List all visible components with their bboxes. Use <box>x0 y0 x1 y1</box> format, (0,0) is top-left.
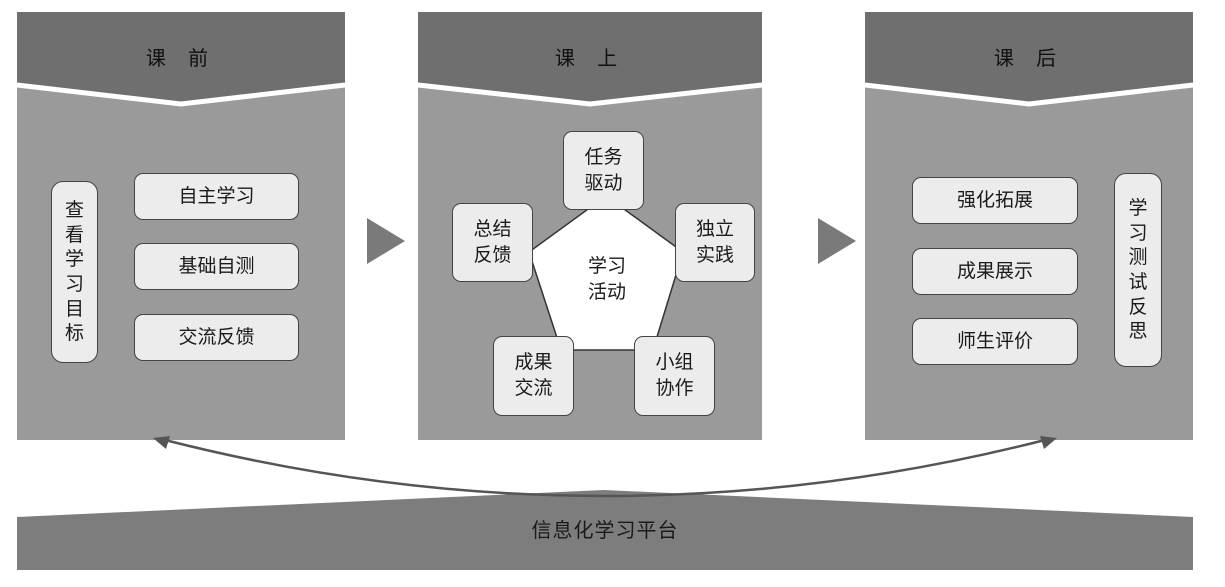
node-group-collaboration: 小组协作 <box>634 336 715 416</box>
post-class-header <box>865 12 1193 102</box>
node-independent-practice: 独立实践 <box>675 203 755 282</box>
node-line: 驱动 <box>584 171 623 194</box>
pentagon-shape <box>528 195 684 351</box>
node-line: 学习 <box>587 255 626 278</box>
arrowhead-left-icon <box>153 436 170 449</box>
vertical-char: 反 <box>1128 295 1148 318</box>
vertical-char: 试 <box>1128 271 1148 293</box>
flow-arrow-icon <box>367 218 405 264</box>
node-line: 成果 <box>514 351 553 374</box>
activity-center-label: 学习活动 <box>560 250 654 310</box>
node-line: 协作 <box>655 377 694 399</box>
pill-teacher-student-eval: 师生评价 <box>912 318 1078 365</box>
node-line: 小组 <box>655 351 694 374</box>
node-line: 任务 <box>584 145 623 168</box>
node-line: 活动 <box>587 281 626 303</box>
vertical-char: 目 <box>64 297 84 320</box>
pill-outcome-display: 成果展示 <box>912 248 1078 295</box>
pill-exchange-feedback: 交流反馈 <box>134 314 299 361</box>
pill-basic-self-test: 基础自测 <box>134 243 299 290</box>
vertical-char: 习 <box>1128 221 1148 244</box>
vertical-char: 习 <box>64 273 84 295</box>
vertical-pill-view-goals: 查看学习目标 <box>51 181 98 363</box>
platform-band <box>17 490 1193 570</box>
pre-class-title: 课 前 <box>145 45 217 70</box>
vertical-char: 查 <box>64 198 84 221</box>
node-line: 交流 <box>514 377 553 399</box>
feedback-curve-arrow <box>164 438 1046 498</box>
flow-arrow-icon <box>818 218 856 264</box>
vertical-char: 测 <box>1128 246 1148 269</box>
vertical-char: 标 <box>64 322 84 345</box>
node-line: 独立 <box>695 217 734 240</box>
pill-reinforce-extend: 强化拓展 <box>912 177 1078 224</box>
node-line: 反馈 <box>473 243 512 266</box>
node-task-driven: 任务驱动 <box>563 131 644 210</box>
pill-self-study: 自主学习 <box>134 173 299 220</box>
vertical-pill-test-reflect: 学习测试反思 <box>1114 173 1162 367</box>
arrowhead-right-icon <box>1040 436 1057 449</box>
post-class-title: 课 后 <box>993 45 1065 70</box>
node-line: 总结 <box>473 217 512 240</box>
node-summary-feedback: 总结反馈 <box>452 203 533 282</box>
vertical-char: 看 <box>64 223 84 246</box>
vertical-char: 学 <box>64 248 84 271</box>
node-outcome-exchange: 成果交流 <box>493 336 574 416</box>
vertical-char: 思 <box>1128 320 1148 343</box>
in-class-title: 课 上 <box>554 45 626 70</box>
pre-class-header <box>17 12 345 102</box>
node-line: 实践 <box>695 243 734 266</box>
in-class-header <box>418 12 762 102</box>
platform-label: 信息化学习平台 <box>531 517 679 542</box>
vertical-char: 学 <box>1128 196 1148 219</box>
